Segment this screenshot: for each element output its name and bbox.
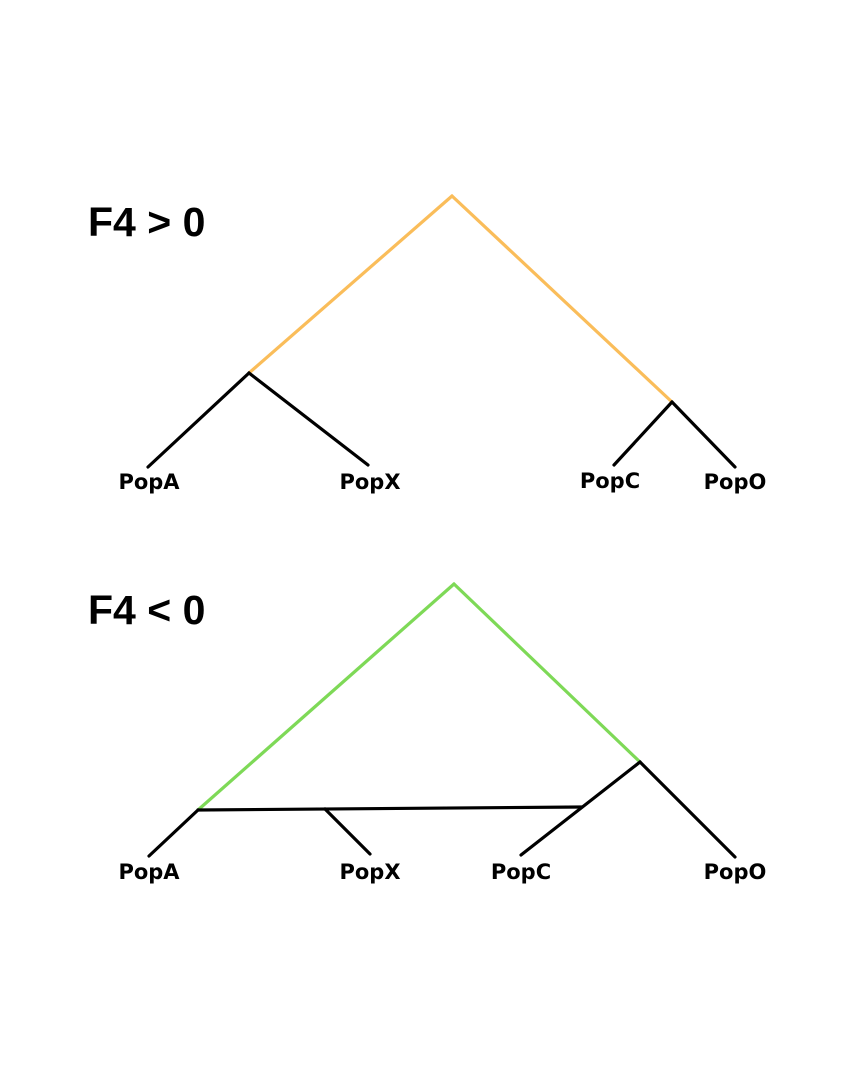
- branch-popx: [247, 371, 370, 467]
- leaf-label-popa: PopA: [118, 470, 180, 494]
- branch-popa: [147, 808, 200, 858]
- root-to-right-node-branch: [450, 194, 674, 404]
- leaf-label-popx: PopX: [339, 470, 400, 494]
- leaf-label-popa: PopA: [118, 860, 180, 884]
- leaf-label-popx: PopX: [339, 860, 400, 884]
- tree-positive: [146, 194, 737, 469]
- branch-popo: [670, 400, 737, 469]
- branch-popc: [612, 400, 674, 467]
- panel-f4-negative: F4 < 0 PopA PopX PopC PopO: [88, 582, 767, 884]
- leaf-label-popc: PopC: [580, 469, 640, 493]
- panel-title-negative: F4 < 0: [88, 587, 205, 633]
- admixture-edge: [196, 805, 584, 812]
- tree-negative: [147, 582, 737, 859]
- panel-f4-positive: F4 > 0 PopA PopX PopC PopO: [88, 194, 767, 494]
- root-to-left-node-branch: [247, 194, 454, 375]
- leaf-label-popc: PopC: [491, 860, 551, 884]
- branch-popx: [323, 807, 372, 856]
- branch-popc: [519, 760, 642, 857]
- leaf-label-popo: PopO: [704, 860, 767, 884]
- branch-popa: [146, 371, 251, 469]
- root-to-right-node-branch: [452, 582, 642, 764]
- leaf-label-popo: PopO: [704, 470, 767, 494]
- root-to-popa-node-branch: [196, 582, 456, 812]
- branch-popo: [638, 760, 737, 859]
- panel-title-positive: F4 > 0: [88, 199, 205, 245]
